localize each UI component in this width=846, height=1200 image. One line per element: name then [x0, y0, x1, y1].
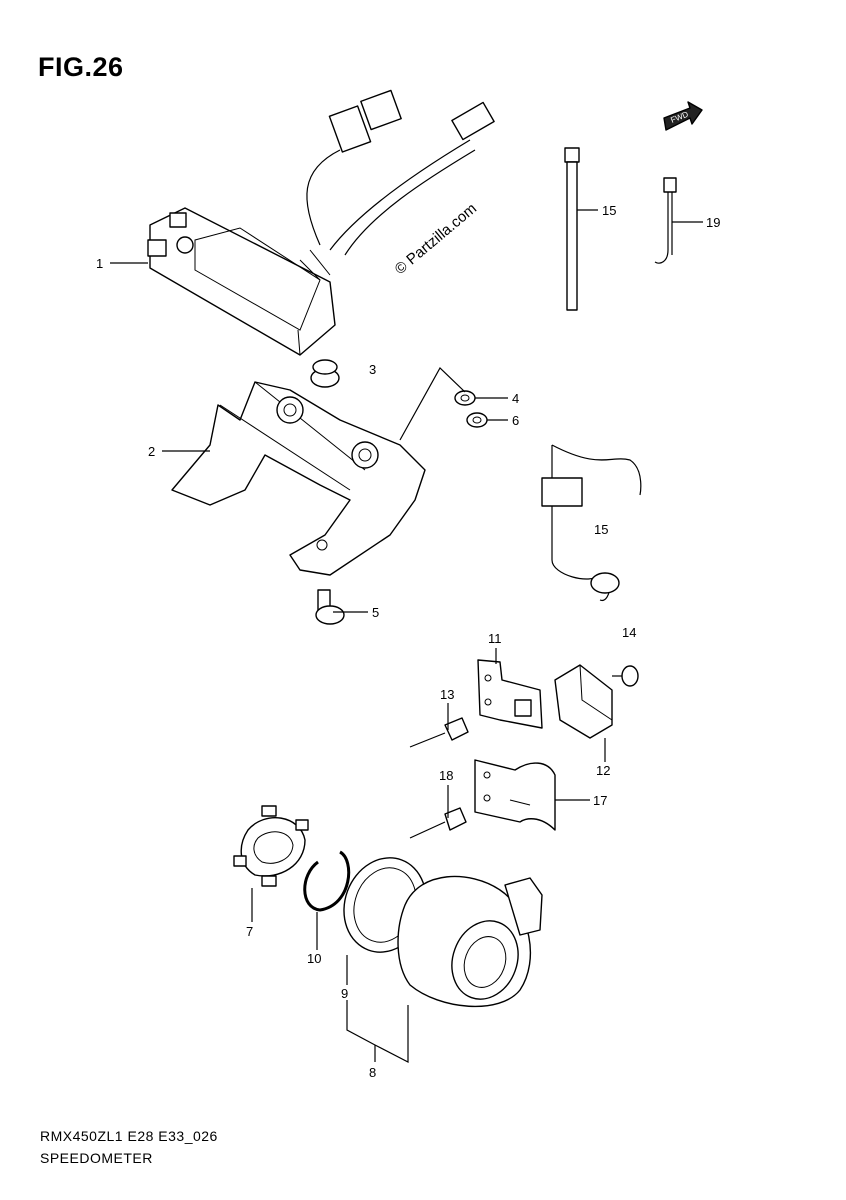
callout-1: 1 — [96, 256, 103, 271]
callout-15-cable-tie: 15 — [602, 203, 616, 218]
figure-title: FIG.26 — [38, 52, 124, 82]
nut[interactable] — [466, 412, 488, 428]
cable-guide-wire[interactable] — [541, 444, 642, 601]
callout-7: 7 — [246, 924, 253, 939]
callout-5: 5 — [372, 605, 379, 620]
speedometer-unit[interactable] — [147, 89, 495, 356]
rubber-grommet[interactable] — [310, 359, 340, 388]
fwd-arrow-icon: FWD — [663, 101, 703, 131]
cover-screw[interactable] — [612, 665, 639, 687]
callout-14: 14 — [622, 625, 636, 640]
sensor-cover[interactable] — [554, 664, 613, 739]
speedometer-bracket[interactable] — [171, 381, 426, 576]
callout-13: 13 — [440, 687, 454, 702]
callout-6: 6 — [512, 413, 519, 428]
speedometer-gearbox[interactable] — [397, 875, 543, 1008]
bracket-bolt-upper[interactable] — [409, 717, 469, 748]
wire-clamp[interactable] — [654, 177, 677, 264]
cable-tie[interactable] — [564, 147, 580, 311]
retaining-plate[interactable] — [233, 805, 309, 887]
callout-17: 17 — [593, 793, 607, 808]
holder-bolt[interactable] — [409, 807, 467, 839]
model-code: RMX450ZL1 E28 E33_026 — [40, 1128, 218, 1144]
callout-18: 18 — [439, 768, 453, 783]
snap-ring[interactable] — [303, 850, 351, 912]
sensor-holder[interactable] — [474, 759, 556, 831]
callout-15-guide: 15 — [594, 522, 608, 537]
callout-leader-lines — [110, 209, 703, 1063]
bracket-bolt[interactable] — [315, 589, 345, 625]
callout-8: 8 — [369, 1065, 376, 1080]
watermark-text: © Partzilla.com — [392, 200, 480, 278]
callout-12: 12 — [596, 763, 610, 778]
callout-numbers: 1 2 3 4 5 6 7 8 9 10 11 12 13 14 15 15 1… — [96, 203, 720, 1080]
callout-3: 3 — [369, 362, 376, 377]
callout-11: 11 — [488, 631, 502, 646]
callout-9: 9 — [341, 986, 348, 1001]
sensor-bracket[interactable] — [477, 659, 543, 729]
section-name: SPEEDOMETER — [40, 1150, 153, 1166]
callout-2: 2 — [148, 444, 155, 459]
washer[interactable] — [454, 390, 476, 406]
callout-4: 4 — [512, 391, 519, 406]
callout-19: 19 — [706, 215, 720, 230]
callout-10: 10 — [307, 951, 321, 966]
